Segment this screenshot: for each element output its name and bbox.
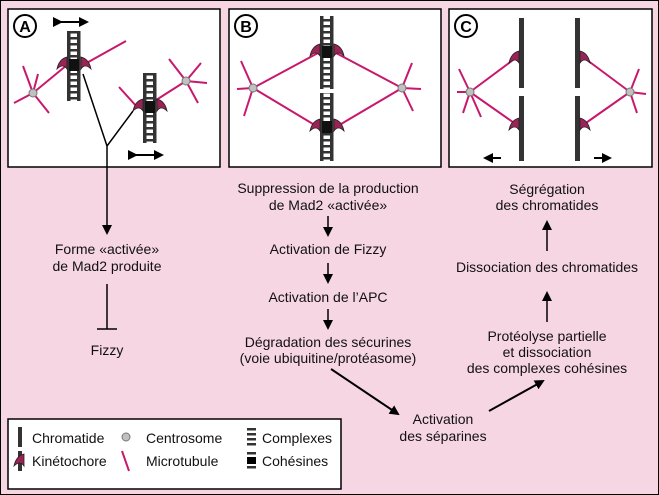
panel-b-centrosome-2: [397, 83, 407, 93]
panel-c-badge: [454, 14, 478, 38]
panel-c-kinetochores: [508, 50, 591, 132]
panel-b: B: [228, 8, 442, 168]
legend-kinetochore-symbol: [13, 451, 25, 471]
flow-c-step1-line1: Protéolyse partielle: [487, 328, 607, 344]
center-line1: Activation: [412, 411, 474, 427]
panel-a: A: [7, 8, 221, 233]
legend-cohesines-label: Cohésines: [262, 453, 329, 469]
panel-c-label: C: [460, 19, 472, 36]
panel-c-frame: [448, 8, 653, 168]
panel-c: C: [448, 8, 653, 168]
legend-microtubule-label: Microtubule: [146, 453, 219, 469]
panel-a-tension-arrows: [53, 17, 164, 160]
flow-b-step2: Activation de Fizzy: [269, 241, 387, 257]
panel-a-chromatid-2: [132, 73, 168, 143]
panel-a-centrosome-1: [28, 88, 38, 98]
flow-c-step1-line2: et dissociation: [502, 344, 592, 360]
flow-a-result-line1: Forme «activée»: [54, 241, 160, 257]
panel-a-label: A: [19, 19, 31, 36]
flow-a-fizzy: Fizzy: [90, 342, 124, 358]
legend-graphics: [7, 418, 342, 490]
legend-frame: [7, 418, 342, 490]
legend-kinetochore-label: Kinétochore: [32, 453, 107, 469]
flow-c-step1-line3: des complexes cohésines: [466, 360, 628, 376]
panel-a-chromatid-1: [56, 31, 92, 101]
legend-complexes-label: Complexes: [262, 430, 333, 446]
panel-b-centrosome-1: [248, 83, 258, 93]
legend-chromatide-label: Chromatide: [32, 430, 105, 446]
flow-a-inhibition: [97, 284, 117, 330]
panel-b-chromatid-upper: [309, 16, 345, 89]
legend-centrosome-label: Centrosome: [146, 430, 223, 446]
panel-c-separated-chromatids: [519, 18, 580, 161]
flow-c-step3-line2: des chromatides: [495, 197, 599, 213]
flow-b-step1-line2: de Mad2 «activée»: [268, 197, 388, 213]
legend-cohesines-symbol: [247, 452, 256, 469]
panel-a-badge: [13, 14, 37, 38]
panel-b-chromatid-lower: [309, 93, 345, 161]
legend-chromatide-symbol: [18, 427, 22, 447]
panel-a-frame: [7, 8, 221, 168]
panel-b-badge: [234, 14, 258, 38]
flow-b-step1-line1: Suppression de la production: [237, 180, 419, 196]
flow-c-step3-line1: Ségrégation: [509, 181, 585, 197]
panel-a-centrosome-2: [181, 76, 191, 86]
panel-c-centrosome-1: [465, 87, 475, 97]
legend-centrosome-symbol: [121, 432, 131, 442]
flow-b-step4-line1: Dégradation des sécurines: [244, 334, 412, 350]
panel-b-label: B: [240, 19, 252, 36]
flow-b-step3: Activation de l’APC: [268, 289, 388, 305]
legend-complexes-symbol: [247, 428, 256, 446]
legend-microtubule-symbol: [121, 450, 130, 472]
flow-center-arrows: [330, 368, 545, 416]
flow-a-result-line2: de Mad2 produite: [52, 258, 162, 274]
center-line2: des séparines: [399, 428, 487, 444]
panel-c-centrosome-2: [625, 87, 635, 97]
flow-c-step2: Dissociation des chromatides: [455, 259, 639, 275]
panel-a-signal-arrow: [82, 73, 134, 233]
flow-b-step4-line2: (voie ubiquitine/protéasome): [239, 350, 417, 366]
